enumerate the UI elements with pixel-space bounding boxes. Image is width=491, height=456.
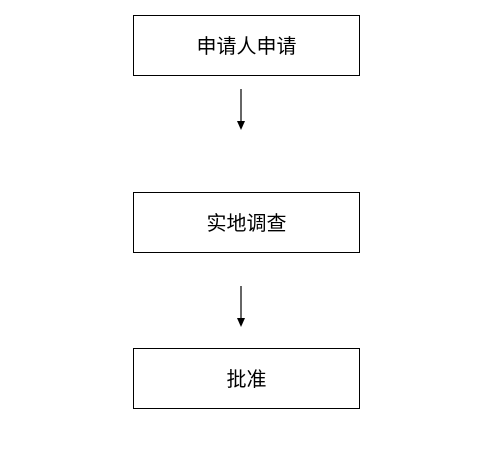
flow-step-applicant-apply: 申请人申请 — [133, 15, 360, 76]
flow-step-label: 实地调查 — [206, 210, 287, 235]
flow-arrow-down-1 — [237, 89, 245, 130]
flow-step-label: 申请人申请 — [196, 33, 297, 58]
flow-step-label: 批准 — [226, 366, 267, 391]
flow-step-site-investigation: 实地调查 — [133, 192, 360, 253]
flow-arrow-down-2 — [237, 286, 245, 327]
flow-step-approval: 批准 — [133, 348, 360, 409]
